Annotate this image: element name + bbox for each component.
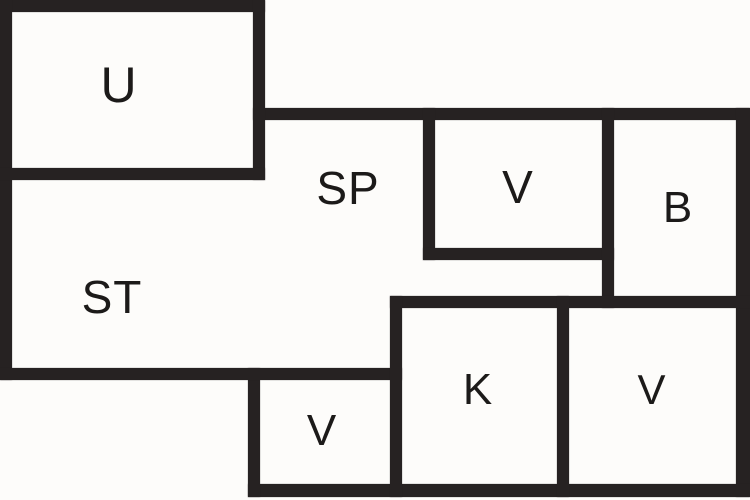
room-label-v-bottom-right: V xyxy=(637,366,667,413)
wall-outer-top-left xyxy=(0,0,265,12)
wall-u-right xyxy=(253,0,265,180)
room-label-b: B xyxy=(662,183,694,232)
wall-v-center-left xyxy=(423,108,435,260)
room-label-u: U xyxy=(100,57,138,113)
wall-u-bottom xyxy=(0,168,265,180)
wall-outer-bottom xyxy=(248,484,750,497)
wall-upper-main xyxy=(253,108,750,120)
wall-lower-main xyxy=(390,296,750,308)
wall-outer-left xyxy=(0,0,12,380)
room-label-st: ST xyxy=(81,271,143,323)
room-label-sp: SP xyxy=(316,162,380,214)
wall-v-b-divider xyxy=(602,108,614,308)
room-label-v-bottom-small: V xyxy=(306,406,338,455)
wall-k-left xyxy=(390,296,402,497)
wall-k-v-divider xyxy=(557,296,569,497)
wall-outer-step-left xyxy=(248,368,260,497)
wall-v-center-bottom xyxy=(423,248,614,260)
wall-st-bottom xyxy=(0,368,402,380)
room-label-k: K xyxy=(462,365,494,414)
room-label-v-top: V xyxy=(502,161,534,213)
